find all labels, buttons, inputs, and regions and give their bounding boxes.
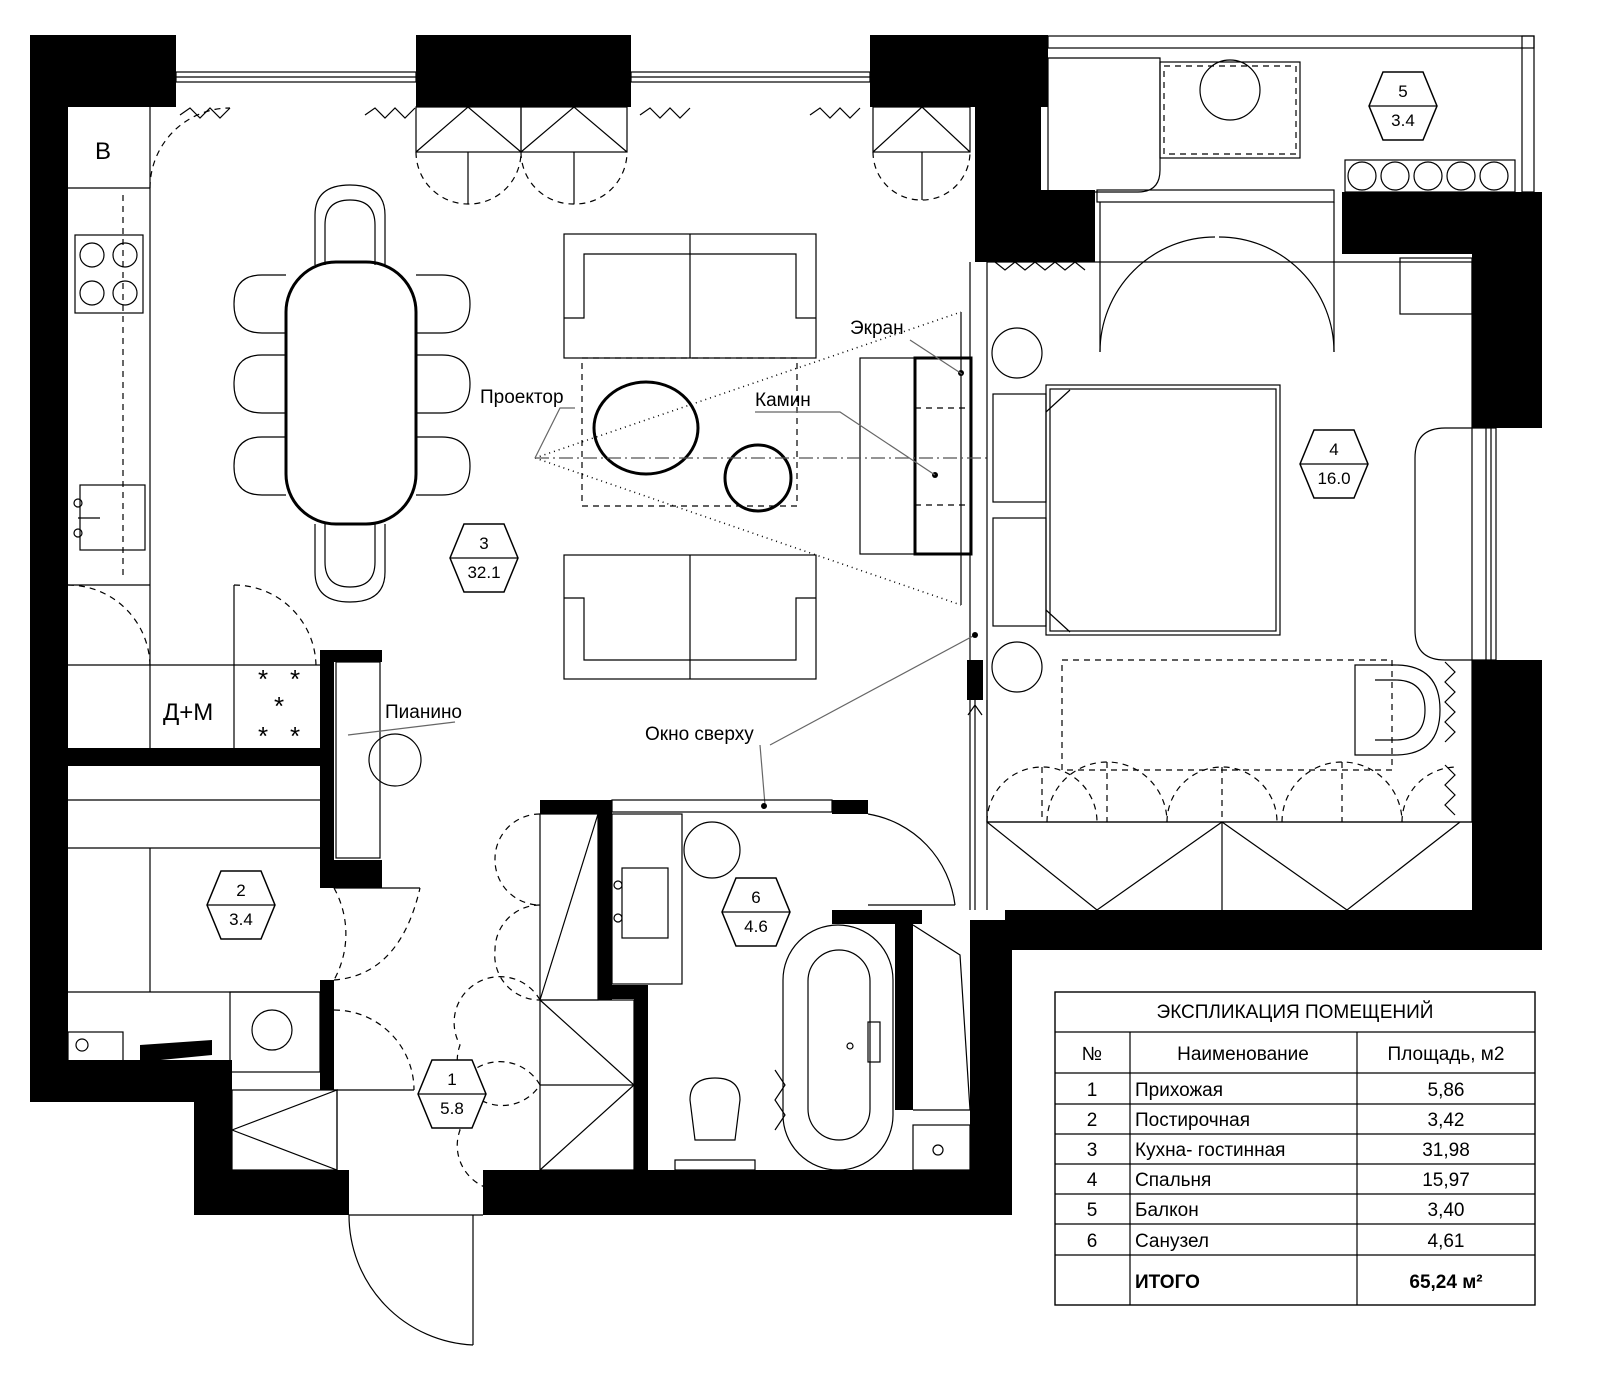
table-row-area: 3,40 [1428, 1200, 1465, 1221]
top-doors [179, 106, 971, 205]
header-num: № [1082, 1044, 1102, 1065]
table-title: ЭКСПЛИКАЦИЯ ПОМЕЩЕНИЙ [1157, 1001, 1434, 1023]
room-tag-3: 3 32.1 [449, 523, 519, 593]
vent-stars: * * * * * [258, 664, 300, 751]
room-2-number: 2 [236, 881, 245, 900]
walls [30, 35, 1542, 1215]
room-tag-2: 2 3.4 [206, 870, 276, 940]
header-name: Наименование [1177, 1044, 1309, 1065]
room-1-number: 1 [447, 1070, 456, 1089]
svg-text:*: * [290, 721, 300, 751]
room-tag-4: 4 16.0 [1299, 429, 1369, 499]
room-6-number: 6 [751, 888, 760, 907]
table-row-area: 31,98 [1422, 1140, 1470, 1161]
table-row-num: 4 [1087, 1170, 1098, 1191]
storage-dm-label: Д+М [163, 699, 213, 726]
room-3-area: 32.1 [467, 563, 500, 582]
projector-label: Проектор [480, 387, 564, 408]
total-value: 65,24 м² [1409, 1272, 1482, 1293]
room-tag-6: 6 4.6 [721, 877, 791, 947]
wardrobe-door-arcs [986, 761, 1458, 823]
table-row-area: 4,61 [1428, 1231, 1465, 1252]
explication-table: ЭКСПЛИКАЦИЯ ПОМЕЩЕНИЙ № Наименование Пло… [1054, 991, 1536, 1306]
table-row-num: 1 [1087, 1080, 1098, 1101]
sofas [563, 233, 817, 680]
table-row-name: Балкон [1135, 1200, 1199, 1221]
screen-label: Экран [850, 318, 904, 339]
room-2-area: 3.4 [229, 910, 253, 929]
table-row-name: Прихожая [1135, 1080, 1223, 1101]
windows [175, 35, 1535, 661]
room-tag-5: 5 3.4 [1368, 71, 1438, 141]
table-row-num: 6 [1087, 1231, 1098, 1252]
table-row-num: 3 [1087, 1140, 1098, 1161]
total-label: ИТОГО [1135, 1272, 1200, 1293]
room-6-area: 4.6 [744, 917, 768, 936]
svg-text:*: * [274, 691, 284, 721]
svg-text:*: * [258, 721, 268, 751]
fireplace-label: Камин [755, 390, 811, 411]
room-1-area: 5.8 [440, 1099, 464, 1118]
table-row-num: 2 [1087, 1110, 1098, 1131]
storage-v-label: B [95, 138, 111, 165]
dining-chairs [233, 184, 471, 603]
hall-closet-arcs [453, 813, 541, 1192]
table-row-name: Спальня [1135, 1170, 1211, 1191]
room-5-number: 5 [1398, 82, 1407, 101]
header-area: Площадь, м2 [1388, 1044, 1505, 1065]
table-row-area: 5,86 [1428, 1080, 1465, 1101]
table-row-name: Кухна- гостинная [1135, 1140, 1285, 1161]
room-3-number: 3 [479, 534, 488, 553]
svg-text:*: * [290, 664, 300, 694]
room-4-area: 16.0 [1317, 469, 1350, 488]
skylight-label: Окно сверху [645, 724, 754, 745]
svg-text:*: * [258, 664, 268, 694]
plan-lines: * * * * * [67, 57, 1516, 1346]
table-row-area: 3,42 [1428, 1110, 1465, 1131]
table-row-num: 5 [1087, 1200, 1098, 1221]
room-4-number: 4 [1329, 440, 1338, 459]
room-5-area: 3.4 [1391, 111, 1415, 130]
table-row-area: 15,97 [1422, 1170, 1470, 1191]
table-row-name: Санузел [1135, 1231, 1209, 1252]
table-row-name: Постирочная [1135, 1110, 1250, 1131]
piano-label: Пианино [385, 702, 462, 723]
room-tag-1: 1 5.8 [417, 1059, 487, 1129]
